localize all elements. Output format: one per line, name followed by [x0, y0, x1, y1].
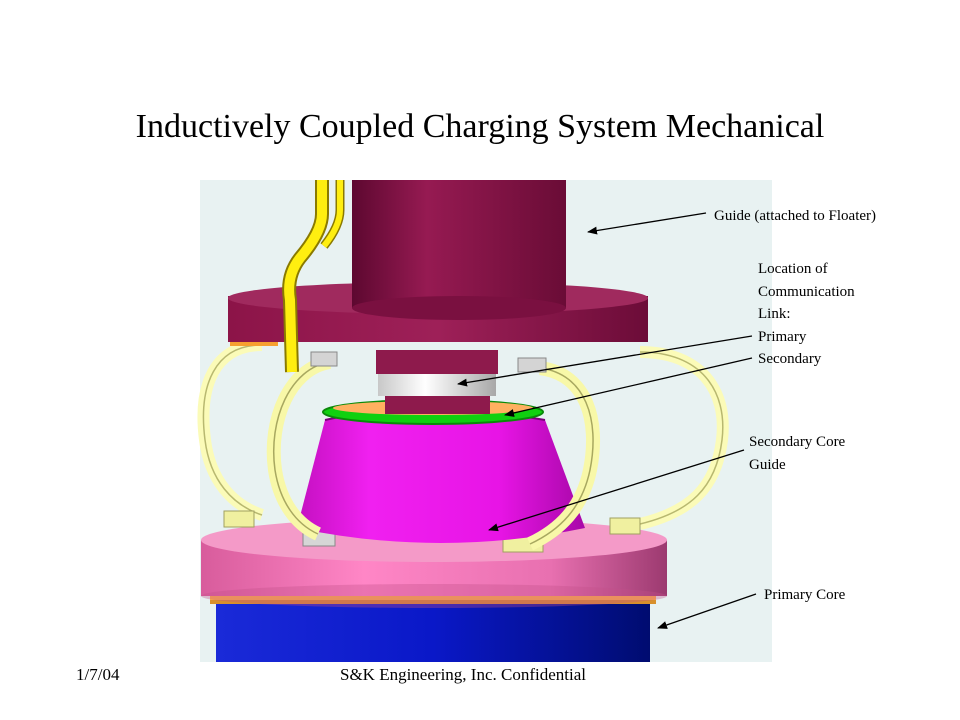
- leader-line-primary: [457, 335, 753, 387]
- callout-line: Secondary: [758, 351, 822, 367]
- slide-title: Inductively Coupled Charging System Mech…: [135, 108, 825, 145]
- callout-secondary-core-guide: Secondary Core Guide: [749, 431, 845, 476]
- post-neck: [376, 350, 498, 374]
- guide-post: [352, 180, 566, 308]
- footer-confidential: S&K Engineering, Inc. Confidential: [340, 665, 586, 684]
- callout-primary-core: Primary Core: [764, 587, 846, 603]
- bolt-block: [310, 351, 338, 367]
- callout-line: Communication: [758, 283, 855, 300]
- callout-communication-link: Location of Communication Link: Primary …: [758, 258, 855, 371]
- leader-line-guide: [587, 212, 707, 235]
- callout-guide: Guide (attached to Floater): [714, 208, 877, 224]
- callout-line: Link:: [758, 306, 791, 322]
- callout-line: Primary: [758, 328, 807, 345]
- secondary-core-cone: [297, 409, 585, 543]
- callout-line: Location of: [758, 261, 828, 277]
- primary-ring: [378, 372, 496, 396]
- callout-line: Guide: [749, 456, 786, 473]
- leader-line-primary-core: [657, 593, 757, 629]
- bolt-block: [223, 510, 255, 528]
- bolt-block: [609, 517, 641, 535]
- leader-line-secondary: [504, 357, 753, 417]
- callout-line: Secondary Core: [749, 434, 846, 450]
- footer-date: 1/7/04: [76, 665, 120, 684]
- primary-core-housing: [216, 598, 650, 662]
- leader-line-secondary-core: [488, 449, 745, 532]
